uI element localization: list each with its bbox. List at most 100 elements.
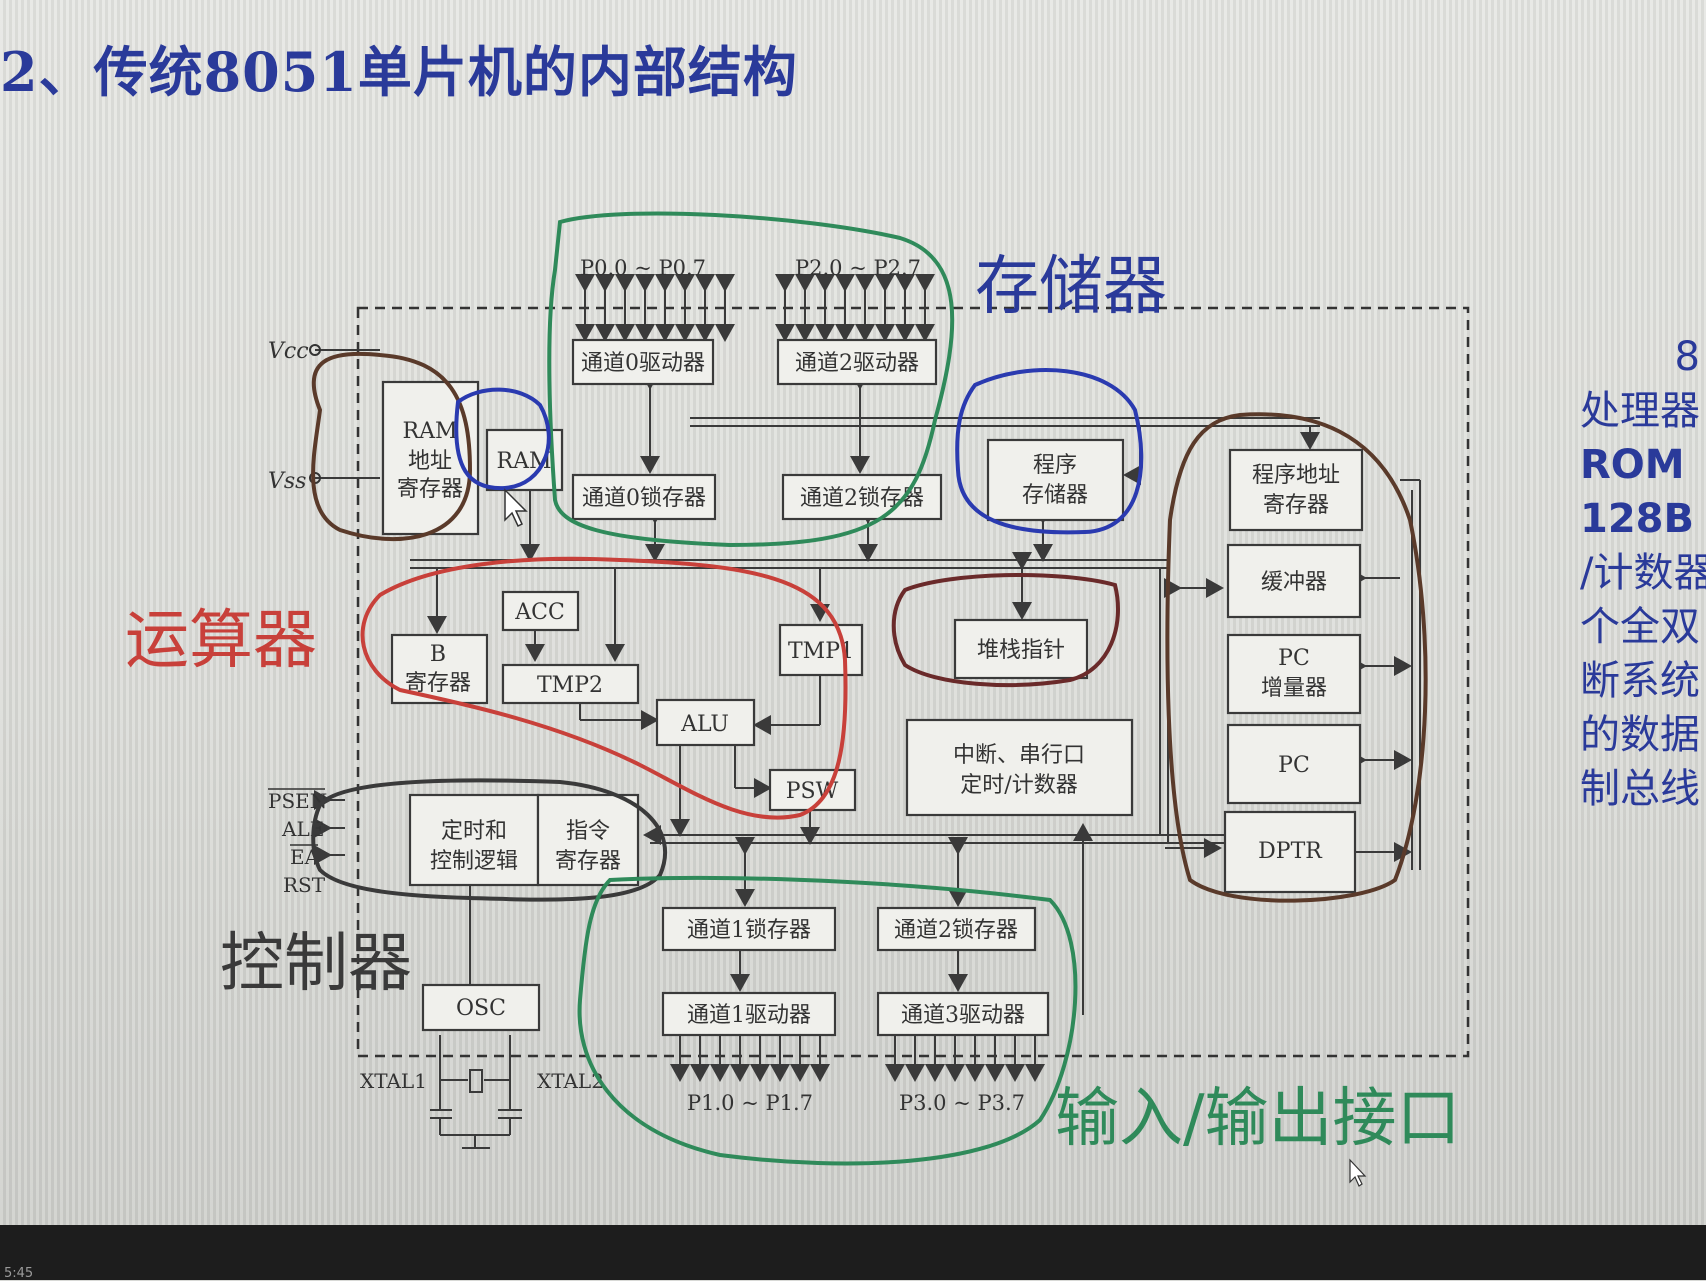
p2-driver: 通道2驱动器: [795, 351, 919, 376]
pc-box: [1226, 723, 1362, 805]
pc-inc-line-1: PC: [1278, 646, 1310, 671]
p0-latch: 通道0锁存器: [582, 486, 706, 511]
p1-latch: 通道1锁存器: [687, 918, 811, 943]
tmp2: TMP2: [537, 673, 603, 698]
side-line-5: 个全双: [1580, 604, 1700, 650]
p3-label: P3.0 ~ P3.7: [899, 1091, 1025, 1115]
p1-driver: 通道1驱动器: [687, 1003, 811, 1028]
p1-pin-arrows: [670, 1019, 830, 1082]
slide-title: 2、传统8051单片机的内部结构: [0, 40, 798, 104]
controller-black-loop: [311, 778, 667, 902]
io-annotation: 输入/输出接口: [1055, 1082, 1461, 1156]
pc-inc-box: [1226, 633, 1362, 715]
interrupt-line-2: 定时/计数器: [960, 773, 1077, 798]
ram-box: [485, 428, 564, 492]
blocks: 通道0驱动器 通道2驱动器 通道0锁存器 通道2锁存器 RAM 地址 寄存器 R…: [381, 338, 1364, 1037]
timing-logic-box: [408, 793, 540, 887]
stack-brown-loop: [891, 573, 1120, 687]
interrupt-line-1: 中断、串行口: [953, 743, 1085, 768]
instr-reg-line-1: 指令: [566, 819, 610, 844]
annotation-labels: 存储器 运算器 控制器 输入/输出接口: [125, 250, 1461, 1156]
vss-label: Vss: [268, 469, 306, 494]
program-addr-line-2: 寄存器: [1263, 493, 1329, 518]
p1-latch-box: [661, 906, 837, 952]
p0-driver: 通道0驱动器: [581, 351, 705, 376]
p2-latch-b-box: [876, 906, 1037, 952]
tmp1-box: [778, 623, 864, 677]
bezel-clock: 5:45: [4, 1266, 34, 1281]
alu: ALU: [680, 712, 729, 737]
program-memory-line-2: 存储器: [1022, 483, 1088, 508]
memory-green-loop: [547, 211, 955, 548]
side-line-1: 处理器: [1580, 388, 1700, 434]
side-line-8: 制总线: [1580, 766, 1700, 812]
p2-driver-box: [776, 338, 938, 386]
alu-red-loop: [360, 556, 848, 820]
side-line-3: 128B: [1580, 496, 1694, 542]
p3-pin-arrows: [885, 1019, 1045, 1082]
program-addr-box: [1228, 448, 1364, 532]
program-memory-blue-loop: [955, 368, 1144, 535]
vcc-brown-loop: [311, 351, 473, 542]
alu-annotation: 运算器: [125, 604, 317, 678]
buffer: 缓冲器: [1261, 570, 1327, 595]
pc: PC: [1278, 753, 1310, 778]
program-addr-line-1: 程序地址: [1252, 463, 1340, 488]
p2-latch-b: 通道2锁存器: [894, 918, 1018, 943]
b-reg-line-1: B: [430, 642, 446, 667]
vcc-pin: [309, 344, 321, 356]
cursor-icon: [504, 488, 528, 528]
slide-side-text: 8 处理器 ROM 128B /计数器 个全双 断系统 的数据 制总线: [1580, 330, 1706, 816]
controller-annotation: 控制器: [220, 927, 412, 1001]
pin-labels: P0.0 ~ P0.7 P2.0 ~ P2.7 P1.0 ~ P1.7 P3.0…: [268, 256, 1025, 1115]
side-line-0: 8: [1674, 334, 1700, 380]
ram-addr-line-1: RAM: [403, 419, 458, 444]
timing-logic-line-2: 控制逻辑: [430, 849, 518, 874]
instr-reg-line-2: 寄存器: [555, 849, 621, 874]
ram-blue-loop: [454, 387, 551, 491]
side-line-6: 断系统: [1580, 658, 1700, 704]
timing-logic-line-1: 定时和: [441, 819, 507, 844]
internal-arrows: [314, 349, 1412, 1015]
right-brown-loop: [1165, 412, 1428, 903]
annotation-loops: [311, 211, 1428, 1166]
xtal1-label: XTAL1: [360, 1069, 427, 1093]
dptr-box: [1223, 810, 1357, 894]
ale-label: ALE: [281, 817, 324, 841]
ram-addr-line-2: 地址: [408, 449, 452, 474]
tmp2-box: [501, 663, 640, 705]
program-memory-line-1: 程序: [1033, 453, 1077, 478]
side-line-2: ROM: [1580, 442, 1685, 488]
acc: ACC: [514, 600, 565, 625]
p1-driver-box: [661, 991, 837, 1037]
acc-box: [501, 590, 580, 632]
alu-box: [655, 698, 756, 747]
stack-pointer: 堆栈指针: [977, 638, 1065, 663]
cursor-icon-2: [1349, 1158, 1367, 1187]
rst-label: RST: [283, 873, 326, 897]
p0-latch-box: [571, 473, 717, 521]
p3-driver-box: [876, 991, 1050, 1037]
instr-reg-box: [536, 793, 640, 887]
p0-pin-arrows: [575, 274, 735, 342]
ram-addr-line-3: 寄存器: [397, 477, 463, 502]
block-diagram: 通道0驱动器 通道2驱动器 通道0锁存器 通道2锁存器 RAM 地址 寄存器 R…: [125, 211, 1470, 1187]
osc: OSC: [456, 996, 506, 1021]
p2-label: P2.0 ~ P2.7: [795, 256, 921, 280]
stack-pointer-box: [953, 618, 1089, 680]
crystal-circuit: [430, 1035, 522, 1149]
xtal2-label: XTAL2: [537, 1069, 604, 1093]
io-green-loop: [577, 875, 1078, 1166]
monitor-bezel: [0, 1225, 1706, 1280]
p0-label: P0.0 ~ P0.7: [580, 256, 706, 280]
memory-annotation: 存储器: [975, 250, 1167, 324]
vcc-label: Vcc: [268, 339, 309, 364]
program-memory-box: [986, 438, 1125, 522]
side-line-7: 的数据: [1580, 712, 1700, 758]
osc-box: [421, 983, 541, 1032]
buffer-box: [1226, 543, 1362, 619]
p2-pin-arrows: [775, 274, 935, 342]
dptr: DPTR: [1258, 839, 1323, 864]
p1-label: P1.0 ~ P1.7: [687, 1091, 813, 1115]
chip-boundary: [356, 306, 1470, 1058]
